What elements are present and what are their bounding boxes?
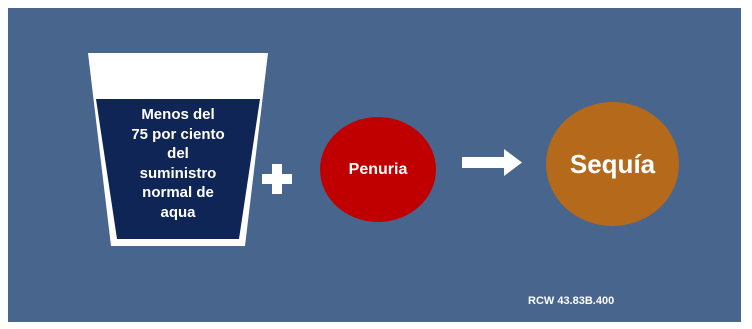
cup-label-line: aqua bbox=[160, 203, 196, 221]
diagram-background: Menos del 75 por ciento del suministro n… bbox=[8, 8, 741, 322]
cup-label-line: Menos del bbox=[141, 106, 215, 123]
cup-label-line: 75 por ciento bbox=[131, 125, 225, 143]
cup-label-line: suministro bbox=[139, 164, 217, 182]
cup-label-line: normal de bbox=[142, 184, 214, 201]
water-cup: Menos del 75 por ciento del suministro n… bbox=[88, 53, 268, 246]
arrow-right-icon bbox=[462, 149, 522, 176]
penuria-label: Penuria bbox=[348, 160, 408, 178]
citation-text: RCW 43.83B.400 bbox=[528, 295, 615, 307]
penuria-circle: Penuria bbox=[320, 117, 436, 222]
sequia-circle: Sequía bbox=[546, 102, 679, 226]
cup-label-line: del bbox=[167, 145, 189, 162]
plus-icon bbox=[262, 164, 292, 194]
cup-label: Menos del 75 por ciento del suministro n… bbox=[118, 105, 238, 222]
cup-shape bbox=[88, 53, 268, 246]
sequia-label: Sequía bbox=[569, 148, 656, 179]
